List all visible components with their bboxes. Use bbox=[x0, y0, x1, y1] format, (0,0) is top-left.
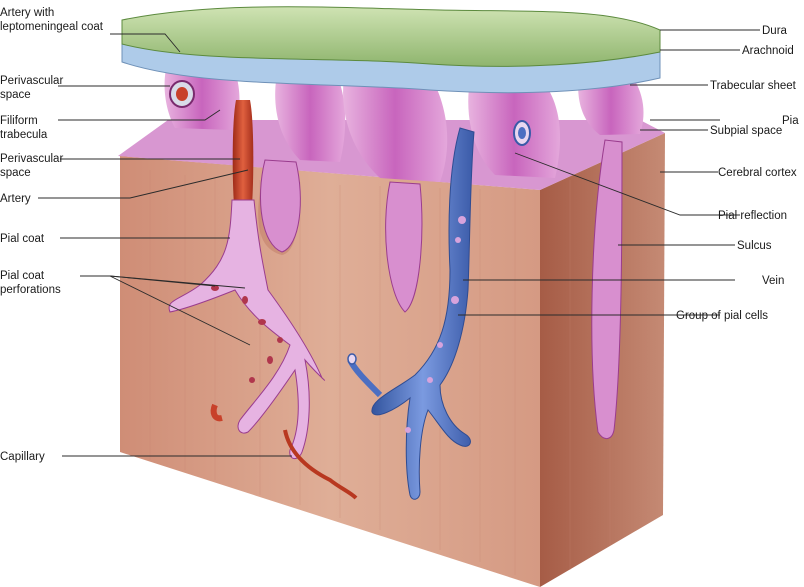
label-pial-coat-perforations-line2: perforations bbox=[0, 284, 61, 296]
artery-branch-end bbox=[210, 403, 223, 422]
cortex-texture bbox=[149, 145, 646, 575]
sulcus-fold-right bbox=[591, 139, 623, 439]
labels-right: Dura Arachnoid Trabecular sheet Pia Subp… bbox=[676, 25, 799, 322]
label-cerebral-cortex: Cerebral cortex bbox=[718, 167, 797, 179]
dura-arachnoid bbox=[121, 6, 661, 94]
label-artery: Artery bbox=[0, 193, 31, 205]
artery-cross-section-lumen bbox=[176, 87, 188, 101]
label-pial-reflection: Pial reflection bbox=[718, 210, 787, 222]
leader-lines bbox=[38, 29, 760, 457]
label-sulcus: Sulcus bbox=[737, 240, 772, 252]
label-vein: Vein bbox=[762, 275, 784, 287]
label-filiform-trabecula-line1: Filiform bbox=[0, 115, 38, 127]
label-artery-leptomeningeal-line1: Artery with bbox=[0, 7, 54, 19]
label-artery-leptomeningeal-line2: leptomeningeal coat bbox=[0, 21, 104, 33]
dura-layer bbox=[121, 6, 661, 67]
pial-fold-left bbox=[260, 159, 301, 253]
label-group-of-pial-cells: Group of pial cells bbox=[676, 310, 768, 322]
vein-cross-section-lumen bbox=[518, 127, 526, 139]
vein-branch-end bbox=[347, 353, 357, 365]
vein-main bbox=[371, 127, 475, 500]
label-trabecular-sheet: Trabecular sheet bbox=[710, 80, 797, 92]
trabecular-column-2 bbox=[275, 62, 346, 162]
label-perivascular-space-a-line1: Perivascular bbox=[0, 75, 63, 87]
label-pial-coat: Pial coat bbox=[0, 233, 45, 245]
group-of-pial-cells bbox=[405, 216, 466, 433]
artery-tree bbox=[168, 80, 358, 500]
label-filiform-trabecula-line2: trabecula bbox=[0, 129, 48, 141]
label-pial-coat-perforations-line1: Pial coat bbox=[0, 270, 45, 282]
trabecular-column-3 bbox=[343, 68, 448, 182]
label-perivascular-space-a-line2: space bbox=[0, 89, 31, 101]
capillary bbox=[283, 429, 358, 500]
labels-left: Artery with leptomeningeal coat Perivasc… bbox=[0, 7, 104, 463]
label-dura: Dura bbox=[762, 25, 788, 37]
label-perivascular-space-b-line2: space bbox=[0, 167, 31, 179]
label-capillary: Capillary bbox=[0, 451, 45, 463]
label-arachnoid: Arachnoid bbox=[742, 45, 794, 57]
label-subpial-space: Subpial space bbox=[710, 125, 782, 137]
pial-fold-mid bbox=[385, 181, 423, 313]
artery-pial-coat bbox=[168, 199, 326, 459]
label-perivascular-space-b-line1: Perivascular bbox=[0, 153, 63, 165]
cortex-front-face bbox=[120, 156, 540, 587]
label-pia: Pia bbox=[782, 115, 799, 127]
artery-main bbox=[232, 100, 254, 205]
vein-tree bbox=[347, 120, 531, 500]
pial-coat-perforations bbox=[211, 285, 283, 383]
